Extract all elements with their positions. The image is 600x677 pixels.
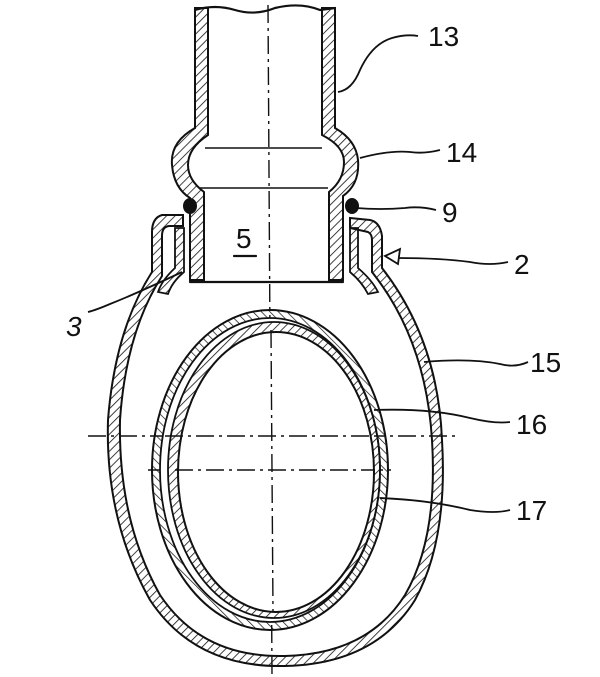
collar-inner-wall-right [349,227,380,296]
leader-3 [87,271,183,313]
label-14: 14 [446,137,477,168]
leader-13 [337,34,419,93]
label-15: 15 [530,347,561,378]
arrow-2 [383,247,402,266]
tube-left-wall [170,7,209,281]
tube-right-wall [321,7,360,281]
sleeve-bore [177,331,375,613]
weld-right [345,198,359,214]
label-16: 16 [516,409,547,440]
collar-inner-wall [156,227,185,296]
weld-left [183,198,197,214]
leader-9 [355,206,437,211]
leader-2 [397,257,509,265]
leader-17 [379,497,511,513]
label-13: 13 [428,21,459,52]
label-17: 17 [516,495,547,526]
label-3: 3 [66,311,82,342]
leader-16 [373,408,511,424]
label-2: 2 [514,249,530,280]
leader-14 [359,149,441,159]
tube-break-line [193,4,337,14]
vertical-centerline-inner [270,329,274,613]
leader-15 [423,359,529,367]
label-9: 9 [442,197,458,228]
label-5: 5 [236,223,252,254]
